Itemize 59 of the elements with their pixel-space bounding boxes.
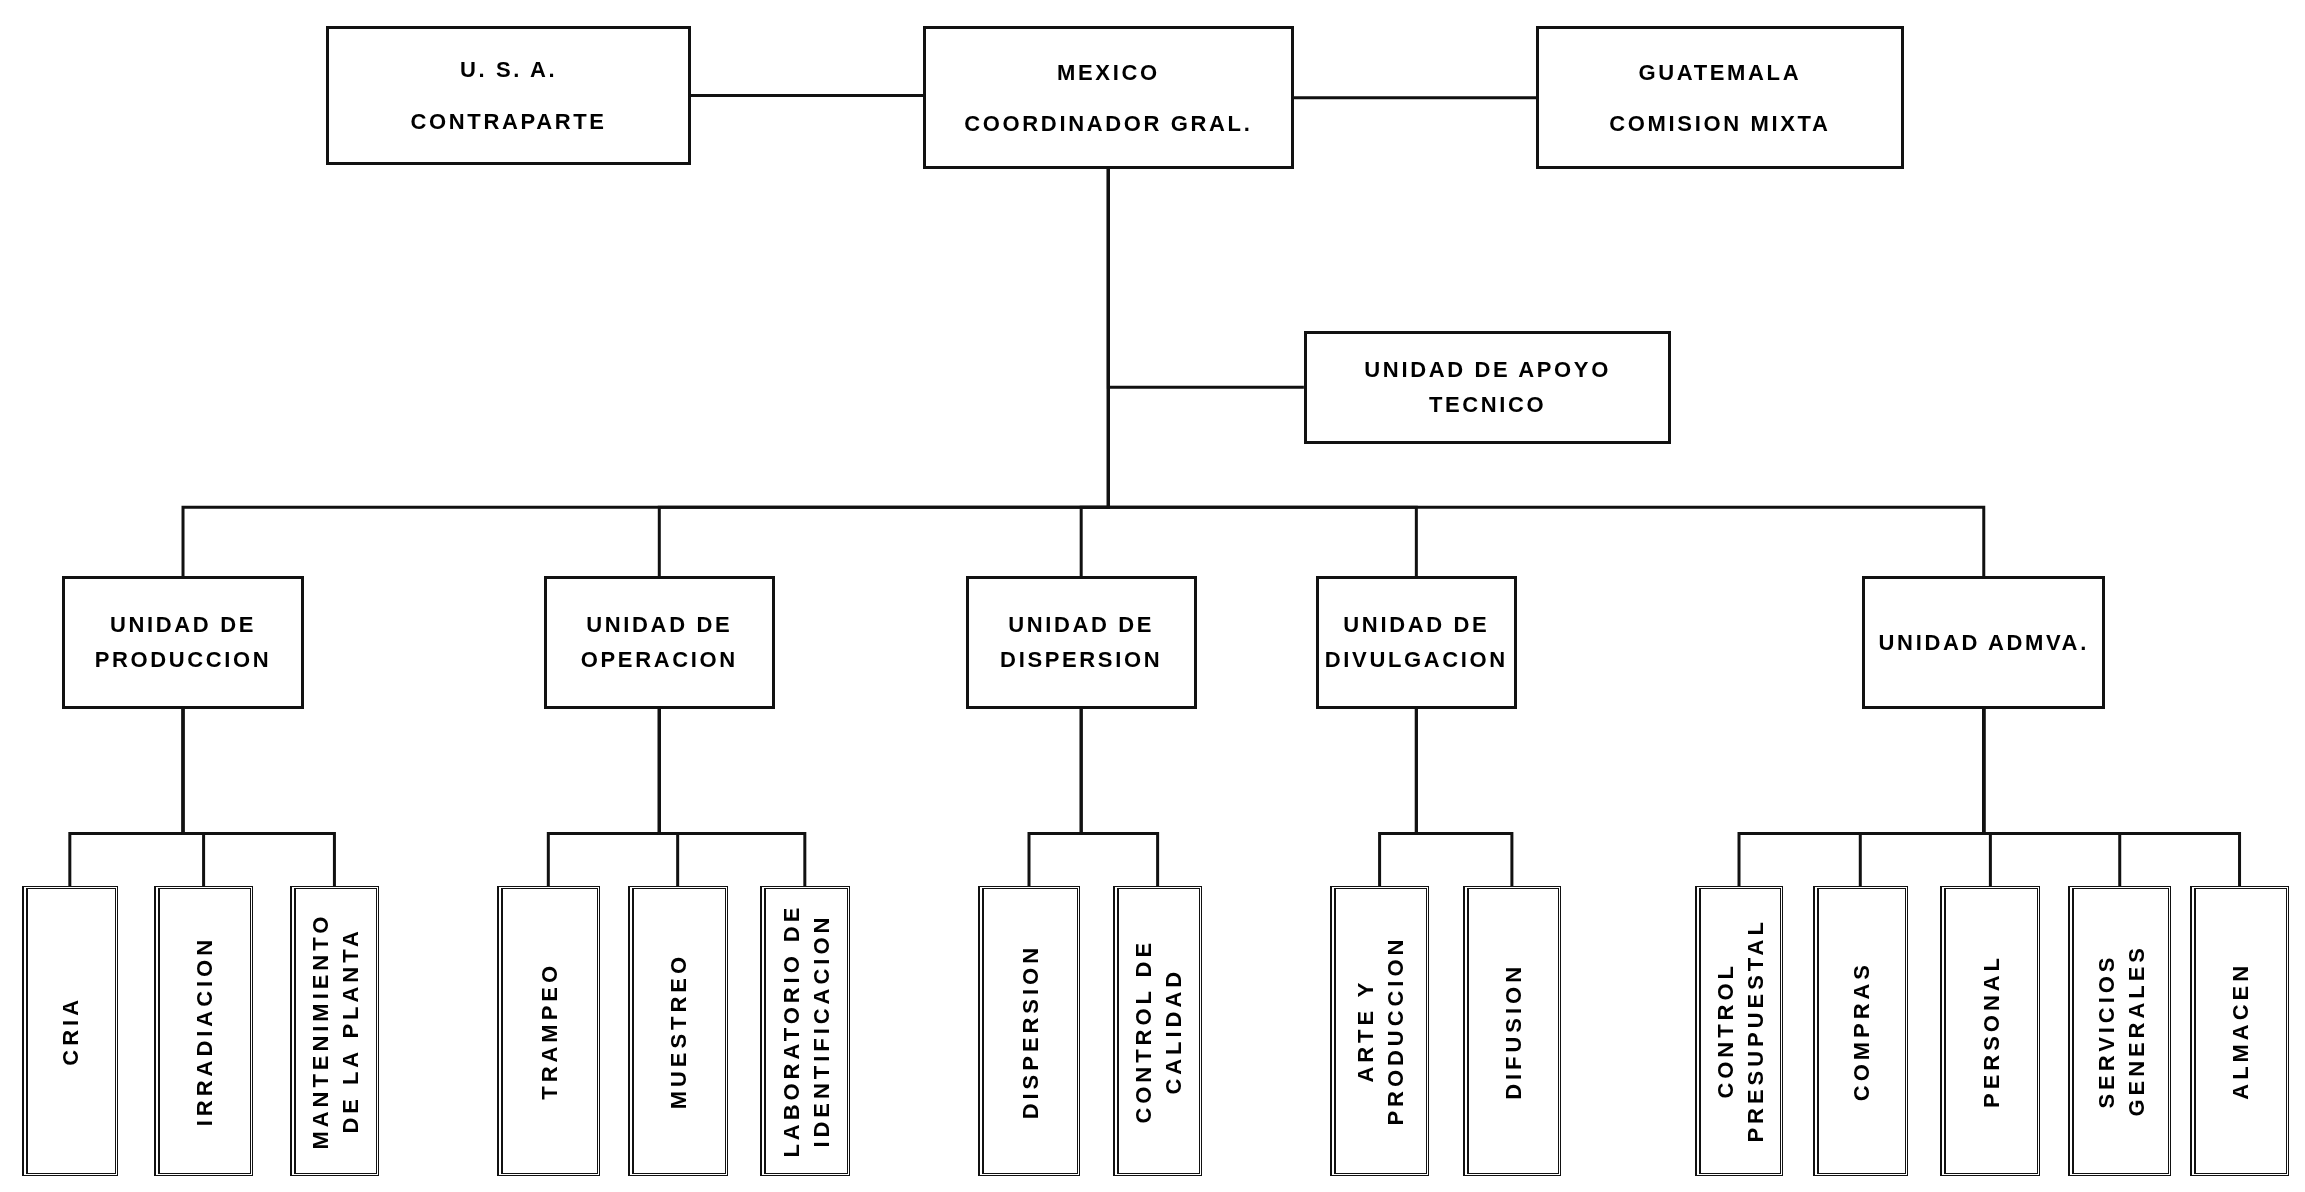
unit-label: CONTRAPARTE (410, 107, 607, 136)
unit-label: ALMACEN (2227, 962, 2255, 1101)
org-box (760, 886, 850, 1176)
unit-label: UNIDAD DE APOYO TECNICO (1363, 356, 1612, 420)
org-box (1940, 886, 2041, 1176)
unit-label: COORDINADOR GRAL. (964, 109, 1253, 138)
connector-line (1982, 708, 2242, 887)
org-box (1112, 886, 1203, 1176)
org-box (1536, 26, 1904, 170)
connector-line (657, 708, 807, 887)
connector-line (1079, 708, 1160, 887)
org-box (326, 26, 691, 165)
org-box (1862, 576, 2106, 709)
org-box (543, 576, 775, 709)
org-box (977, 886, 1081, 1176)
unit-label: IRRADIACION (191, 936, 219, 1127)
unit-label: UNIDAD DE DIVULGACION (1324, 611, 1508, 675)
connector-line (1293, 96, 1537, 100)
org-box (2190, 886, 2289, 1176)
unit-label: UNIDAD DE OPERACION (579, 611, 739, 675)
org-box (154, 886, 253, 1176)
connector-line (690, 94, 924, 98)
unit-label: UNIDAD ADMVA. (1878, 628, 2089, 657)
unit-label: GUATEMALA (1638, 58, 1802, 87)
unit-label: MANTENIMIENTO DE LA PLANTA (307, 911, 364, 1152)
org-box (1330, 886, 1429, 1176)
org-box (1812, 886, 1909, 1176)
unit-label: MUESTREO (665, 953, 693, 1110)
unit-label: DIFUSION (1499, 962, 1527, 1100)
org-box (1694, 886, 1784, 1176)
org-box (496, 886, 600, 1176)
org-box (923, 26, 1294, 170)
unit-label: TRAMPEO (535, 962, 563, 1101)
unit-label: ARTE Y PRODUCCION (1352, 935, 1410, 1129)
connector-line (1414, 708, 1514, 887)
connector-line (1106, 169, 1986, 577)
org-box (1315, 576, 1517, 709)
unit-label: DISPERSION (1016, 943, 1044, 1119)
org-box (1303, 330, 1672, 444)
unit-label: U. S. A. (459, 56, 558, 85)
unit-label: LABORATORIO DE IDENTIFICACION (777, 903, 835, 1161)
unit-label: COMPRAS (1847, 961, 1875, 1102)
org-box (2068, 886, 2172, 1176)
unit-label: MEXICO (1057, 58, 1160, 87)
org-box (1462, 886, 1562, 1176)
org-box (61, 576, 305, 709)
org-box (289, 886, 380, 1176)
unit-label: CONTROL DE CALIDAD (1130, 937, 1188, 1126)
org-box (22, 886, 118, 1176)
unit-label: COMISION MIXTA (1609, 109, 1831, 138)
unit-label: CRIA (57, 996, 85, 1066)
unit-label: PERSONAL (1978, 954, 2005, 1109)
unit-label: SERVICIOS GENERALES (2092, 943, 2150, 1120)
org-box (627, 886, 728, 1176)
unit-label: UNIDAD DE DISPERSION (999, 611, 1164, 675)
org-box (965, 576, 1197, 709)
connector-line (181, 708, 336, 887)
unit-label: CONTROL PRESUPUESTAL (1711, 918, 1769, 1146)
unit-label: UNIDAD DE PRODUCCION (93, 611, 273, 675)
